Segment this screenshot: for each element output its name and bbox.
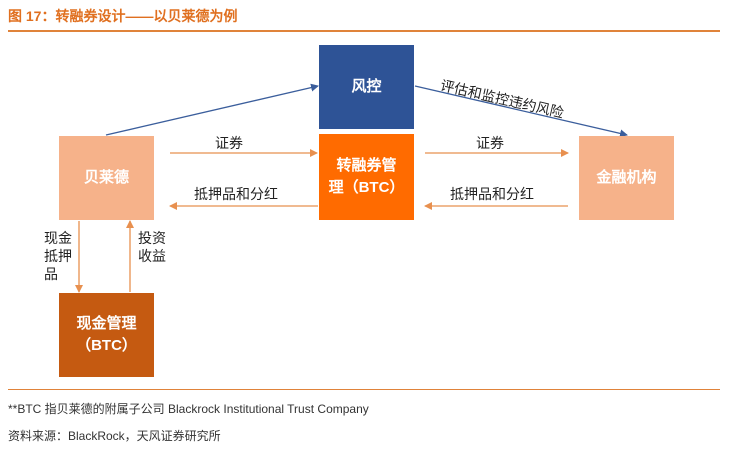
collateral-right-label: 抵押品和分红 bbox=[450, 186, 534, 202]
securities-left-label: 证券 bbox=[215, 135, 243, 151]
risk-control-label: 风控 bbox=[351, 78, 382, 95]
blackrock-label: 贝莱德 bbox=[83, 169, 129, 186]
footer-divider bbox=[8, 389, 720, 390]
arrow-blackrock-to-risk bbox=[105, 83, 319, 136]
securities-right-label: 证券 bbox=[476, 135, 504, 151]
cash-collateral-label: 现金 抵押 品 bbox=[44, 230, 72, 282]
cash-management-box: 现金管理 （BTC） bbox=[59, 293, 154, 377]
arrow-risk-to-fin bbox=[414, 85, 628, 138]
securities-lending-box: 转融券管 理（BTC） bbox=[319, 134, 414, 220]
title-divider bbox=[8, 30, 720, 32]
financial-institution-label: 金融机构 bbox=[596, 169, 657, 186]
source-note: 资料来源：BlackRock，天风证券研究所 bbox=[8, 429, 221, 443]
collateral-left-label: 抵押品和分红 bbox=[194, 186, 278, 202]
cash-management-label: 现金管理 （BTC） bbox=[76, 315, 137, 354]
figure-title: 图 17：转融券设计——以贝莱德为例 bbox=[8, 8, 238, 24]
blackrock-box: 贝莱德 bbox=[59, 136, 154, 220]
risk-control-box: 风控 bbox=[319, 45, 414, 129]
financial-institution-box: 金融机构 bbox=[579, 136, 674, 220]
securities-lending-label: 转融券管 理（BTC） bbox=[328, 157, 405, 196]
footnote: **BTC 指贝莱德的附属子公司 Blackrock Institutional… bbox=[8, 402, 369, 416]
investment-income-label: 投资 收益 bbox=[138, 230, 166, 264]
